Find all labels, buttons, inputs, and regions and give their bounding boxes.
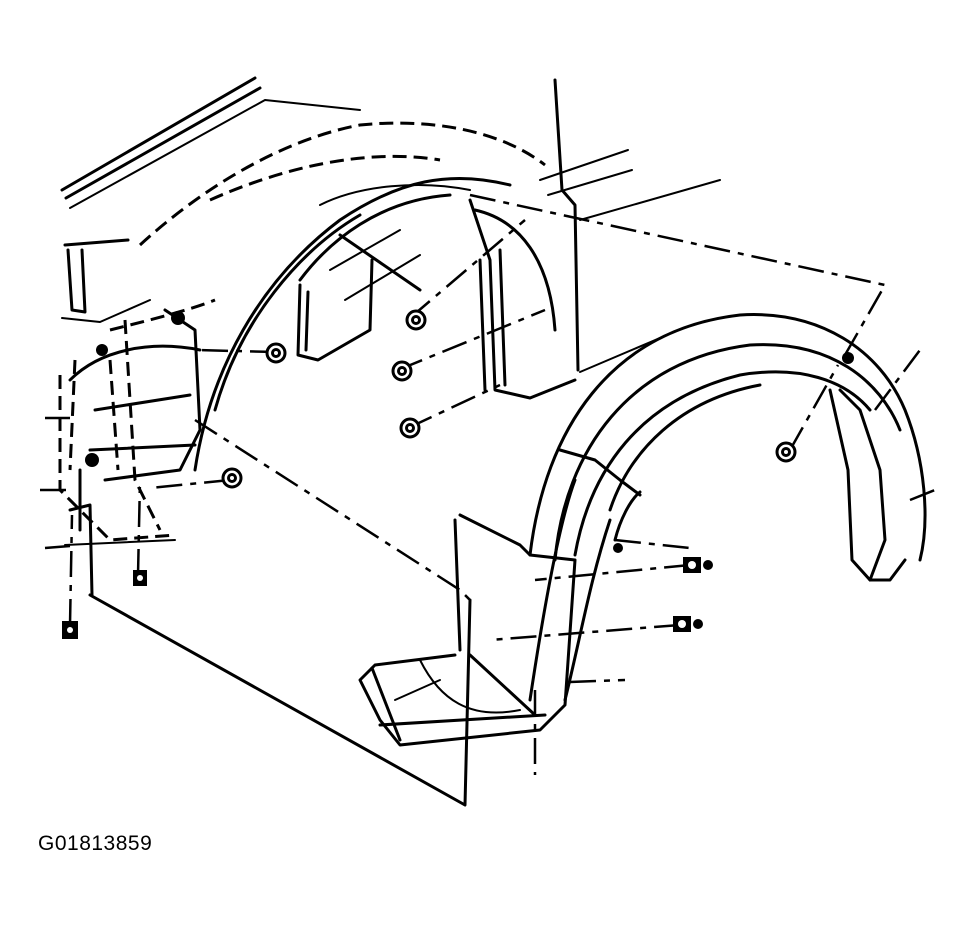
bolt-icon — [399, 417, 421, 439]
clip-icon — [613, 543, 623, 553]
nut-icon — [683, 557, 713, 573]
inner-shield — [296, 198, 577, 400]
screw-icon — [62, 621, 78, 639]
fender-lower-panel — [64, 308, 472, 807]
bolt-icon — [405, 309, 427, 331]
clip-icon — [85, 453, 99, 467]
bolt-icon — [221, 467, 243, 489]
screw-icon — [133, 570, 147, 586]
fender-panel — [58, 121, 546, 542]
figure-id-label: G01813859 — [38, 832, 153, 855]
clip-icon — [842, 352, 854, 364]
bolt-icon — [391, 360, 413, 382]
leader-lines — [40, 193, 936, 775]
vehicle-body-outline — [60, 76, 721, 373]
bolt-icon — [265, 342, 287, 364]
wheel-opening — [193, 176, 512, 472]
clip-icon — [171, 311, 185, 325]
bolt-icon — [775, 441, 797, 463]
fender-liner — [358, 313, 927, 747]
clip-icon — [96, 344, 108, 356]
nut-icon — [673, 616, 703, 632]
